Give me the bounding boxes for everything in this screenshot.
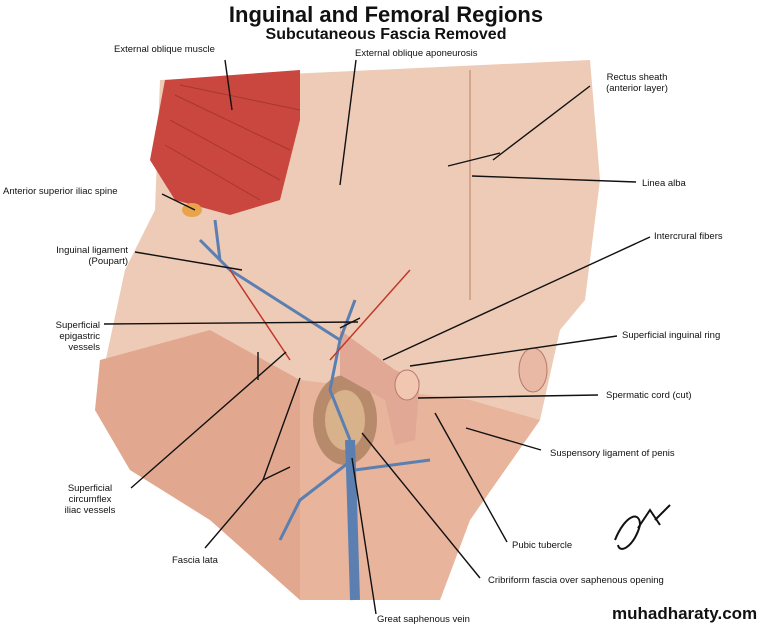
label-cribriform-fascia: Cribriform fascia over saphenous opening (488, 575, 664, 586)
label-superficial-epigastric-line3: vessels (68, 342, 100, 353)
watermark: muhadharaty.com (612, 604, 758, 623)
label-spermatic-cord: Spermatic cord (cut) (606, 390, 692, 401)
label-external-oblique-aponeurosis: External oblique aponeurosis (355, 48, 478, 59)
label-superficial-circumflex-iliac-vessels: Superficial circumflex iliac vessels (50, 483, 130, 516)
label-external-oblique-muscle: External oblique muscle (114, 44, 215, 55)
label-superficial-circumflex-line3: iliac vessels (64, 505, 116, 516)
label-anterior-superior-iliac-spine: Anterior superior iliac spine (3, 186, 118, 197)
label-superficial-epigastric-line2: epigastric (59, 331, 100, 342)
label-superficial-circumflex-line2: circumflex (68, 494, 112, 505)
label-superficial-inguinal-ring: Superficial inguinal ring (622, 330, 721, 341)
label-linea-alba: Linea alba (642, 178, 686, 189)
label-superficial-epigastric-line1: Superficial (55, 320, 100, 331)
label-superficial-circumflex-line1: Superficial (67, 483, 113, 494)
label-suspensory-ligament: Suspensory ligament of penis (550, 448, 675, 459)
label-rectus-sheath-line1: Rectus sheath (606, 72, 668, 83)
page-title: Inguinal and Femoral Regions (228, 2, 544, 27)
thigh-fascia (95, 330, 320, 600)
label-great-saphenous-vein: Great saphenous vein (377, 614, 470, 625)
label-fascia-lata: Fascia lata (172, 555, 218, 566)
label-pubic-tubercle: Pubic tubercle (512, 540, 573, 551)
label-inguinal-ligament-line1: Inguinal ligament (56, 245, 128, 256)
label-intercrural-fibers: Intercrural fibers (654, 231, 723, 242)
external-oblique-muscle-shape (150, 70, 300, 215)
label-rectus-sheath: Rectus sheath (anterior layer) (592, 72, 682, 94)
page-subtitle: Subcutaneous Fascia Removed (265, 26, 507, 43)
label-rectus-sheath-line2: (anterior layer) (606, 83, 668, 94)
label-inguinal-ligament: Inguinal ligament (Poupart) (20, 245, 128, 267)
label-superficial-epigastric-vessels: Superficial epigastric vessels (30, 320, 100, 353)
netter-signature (614, 504, 671, 550)
spermatic-cord-shape (340, 330, 420, 445)
label-inguinal-ligament-line2: (Poupart) (88, 256, 128, 267)
